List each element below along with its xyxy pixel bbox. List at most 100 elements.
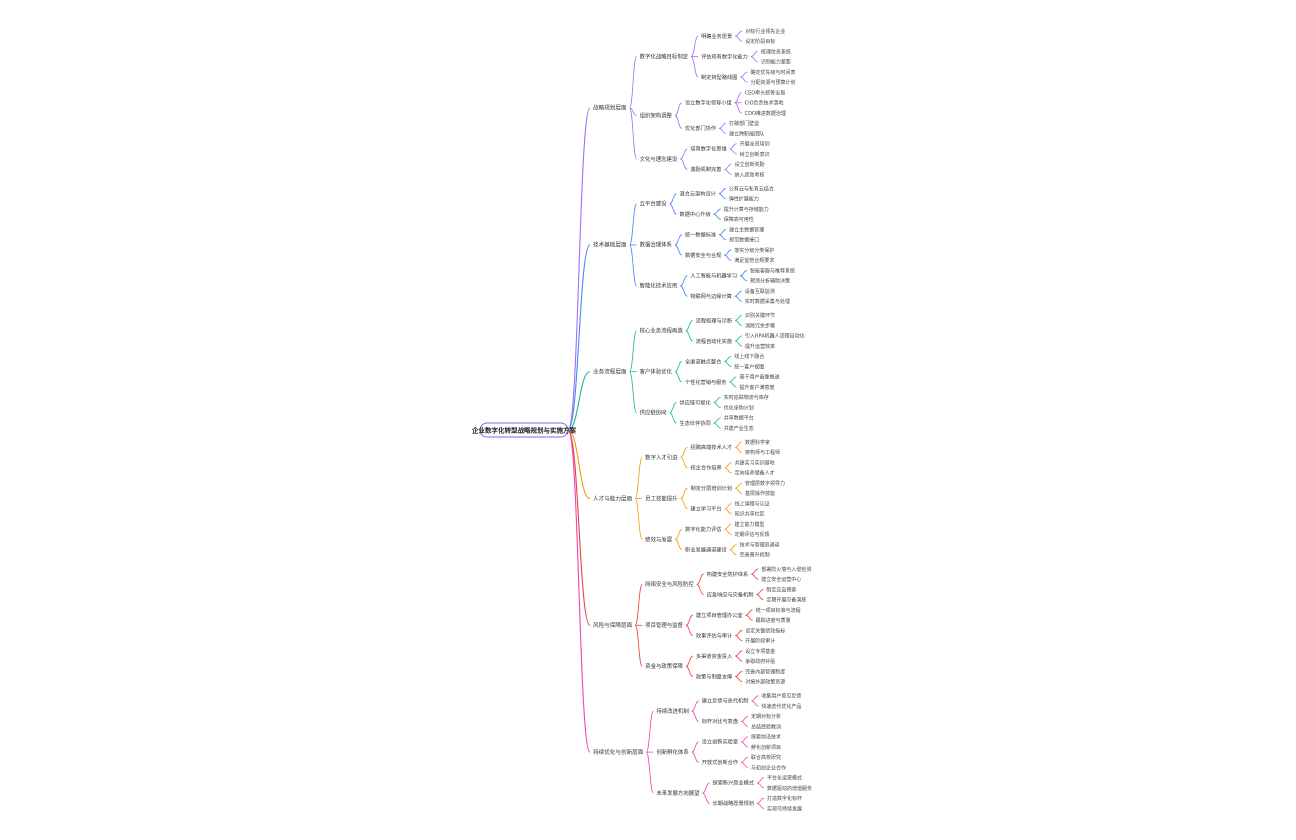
leaf-topic[interactable]: 设定阶段目标 (745, 38, 775, 45)
leaf-topic[interactable]: 预测分析辅助决策 (750, 278, 790, 285)
leaf-topic[interactable]: 数据驱动的增值服务 (767, 785, 812, 792)
detail-topic[interactable]: 制定分层培训计划 (691, 484, 733, 492)
detail-topic[interactable]: 评估现有数字化能力 (701, 52, 748, 60)
detail-topic[interactable]: 明确业务愿景 (701, 32, 732, 40)
leaf-topic[interactable]: 完善内部管理制度 (745, 668, 785, 675)
leaf-topic[interactable]: 总结经验教训 (751, 723, 781, 730)
leaf-topic[interactable]: 智能客服与推荐系统 (750, 267, 795, 274)
leaf-topic[interactable]: 实时数据采集与处理 (745, 298, 790, 305)
leaf-topic[interactable]: 统一客户视图 (734, 363, 764, 370)
leaf-topic[interactable]: 线上课程与认证 (735, 500, 770, 507)
leaf-topic[interactable]: 探索前沿技术 (751, 734, 781, 741)
sub-topic[interactable]: 员工技能提升 (645, 494, 678, 502)
root-node[interactable] (479, 422, 569, 438)
leaf-topic[interactable]: 定期评估与反馈 (734, 531, 769, 538)
sub-topic[interactable]: 项目管理与监督 (645, 621, 683, 629)
leaf-topic[interactable]: 基层操作技能 (745, 490, 775, 497)
leaf-topic[interactable]: 平台化运营模式 (767, 775, 802, 782)
sub-topic[interactable]: 数字人才引进 (645, 453, 678, 461)
leaf-topic[interactable]: CDO推进数据治理 (745, 110, 786, 117)
main-branch[interactable]: 持续优化与创新层面 (593, 748, 644, 756)
sub-topic[interactable]: 未来发展方向展望 (656, 789, 700, 797)
detail-topic[interactable]: 制定转型路线图 (701, 73, 737, 81)
leaf-topic[interactable]: 争取政府补贴 (745, 658, 775, 665)
leaf-topic[interactable]: 打造数字化标杆 (767, 795, 802, 802)
leaf-topic[interactable]: 基于用户画像推送 (739, 374, 779, 381)
sub-topic[interactable]: 文化与理念建设 (640, 155, 678, 163)
detail-topic[interactable]: 培育数字化思维 (690, 145, 726, 153)
leaf-topic[interactable]: 设备互联监测 (745, 288, 775, 295)
leaf-topic[interactable]: 线上线下融合 (734, 353, 764, 360)
leaf-topic[interactable]: 收集用户意见反馈 (761, 693, 801, 700)
detail-topic[interactable]: 人工智能与机器学习 (690, 271, 737, 279)
leaf-topic[interactable]: 开展阶段审计 (745, 638, 775, 645)
detail-topic[interactable]: 标杆对比与复盘 (702, 717, 738, 725)
sub-topic[interactable]: 数字化战略目标制定 (640, 52, 689, 60)
detail-topic[interactable]: 供应链可视化 (680, 398, 711, 406)
sub-topic[interactable]: 数据治理体系 (640, 241, 673, 249)
leaf-topic[interactable]: 定期对标分析 (751, 713, 781, 720)
leaf-topic[interactable]: 架构师与工程师 (745, 449, 780, 456)
leaf-topic[interactable]: 共享数据平台 (724, 415, 754, 422)
sub-topic[interactable]: 绩效与发展 (645, 535, 673, 543)
detail-topic[interactable]: 流程梳理与诊断 (696, 316, 732, 324)
detail-topic[interactable]: 统一数据标准 (685, 230, 716, 238)
detail-topic[interactable]: 多渠道资金投入 (696, 652, 732, 660)
main-branch[interactable]: 技术基础层面 (593, 241, 627, 249)
sub-topic[interactable]: 组织架构调整 (640, 111, 673, 119)
sub-topic[interactable]: 资金与政策保障 (645, 662, 683, 670)
detail-topic[interactable]: 建立反馈与迭代机制 (702, 697, 749, 705)
detail-topic[interactable]: 混合云架构设计 (680, 189, 716, 197)
leaf-topic[interactable]: 识别能力差距 (761, 59, 791, 66)
root-topic[interactable]: 企业数字化转型战略规划与实施方案 (471, 425, 577, 434)
detail-topic[interactable]: 职业发展通道建设 (685, 546, 727, 554)
sub-topic[interactable]: 创新孵化体系 (656, 748, 689, 756)
detail-topic[interactable]: 构建安全防护体系 (707, 570, 749, 578)
leaf-topic[interactable]: 实现可持续发展 (767, 805, 802, 812)
detail-topic[interactable]: 物联网与边缘计算 (690, 292, 732, 300)
leaf-topic[interactable]: 引入RPA机器人流程自动化 (745, 333, 805, 340)
leaf-topic[interactable]: 共建产业生态 (724, 425, 754, 432)
leaf-topic[interactable]: 孵化创新项目 (751, 744, 781, 751)
sub-topic[interactable]: 持续改进机制 (656, 707, 688, 715)
leaf-topic[interactable]: 设立创新奖励 (734, 161, 764, 168)
detail-topic[interactable]: 建立项目管理办公室 (696, 611, 743, 619)
leaf-topic[interactable]: CEO牵头统筹全局 (745, 89, 786, 96)
detail-topic[interactable]: 设立创新实验室 (702, 738, 738, 746)
leaf-topic[interactable]: 梳理信息系统 (761, 48, 791, 55)
leaf-topic[interactable]: 定向培养储备人才 (735, 470, 775, 477)
leaf-topic[interactable]: 部署防火墙与入侵检测 (761, 566, 811, 573)
main-branch[interactable]: 战略规划层面 (593, 104, 627, 112)
leaf-topic[interactable]: 打破部门壁垒 (729, 120, 759, 127)
leaf-topic[interactable]: 联合高校研究 (751, 754, 781, 761)
leaf-topic[interactable]: 满足监管合规要求 (734, 257, 774, 264)
sub-topic[interactable]: 智能化技术应用 (640, 282, 678, 290)
leaf-topic[interactable]: 实时追踪物流与库存 (724, 394, 769, 401)
leaf-topic[interactable]: 保障高可用性 (724, 216, 754, 223)
detail-topic[interactable]: 招聘高端技术人才 (691, 443, 733, 451)
leaf-topic[interactable]: 优化采购计划 (724, 404, 754, 411)
main-branch[interactable]: 风险与保障层面 (593, 621, 633, 629)
leaf-topic[interactable]: 统一项目标准与流程 (756, 607, 801, 614)
sub-topic[interactable]: 供应链协同 (640, 409, 667, 417)
sub-topic[interactable]: 客户体验优化 (640, 368, 673, 376)
leaf-topic[interactable]: 跟踪进度与质量 (756, 617, 791, 624)
leaf-topic[interactable]: 弹性扩展能力 (729, 196, 759, 203)
detail-topic[interactable]: 设立数字化领导小组 (685, 99, 732, 107)
leaf-topic[interactable]: 数据科学家 (745, 439, 770, 446)
leaf-topic[interactable]: 纳入绩效考核 (734, 171, 764, 178)
leaf-topic[interactable]: CIO负责技术落地 (745, 100, 784, 107)
leaf-topic[interactable]: 识别关键环节 (745, 312, 775, 319)
leaf-topic[interactable]: 制定应急预案 (766, 586, 796, 593)
detail-topic[interactable]: 数据中心升级 (680, 210, 711, 218)
detail-topic[interactable]: 政策与制度支撑 (696, 672, 732, 680)
leaf-topic[interactable]: 提升客户满意度 (739, 384, 774, 391)
leaf-topic[interactable]: 提升运营效率 (745, 343, 775, 350)
detail-topic[interactable]: 优化部门协作 (685, 124, 716, 132)
leaf-topic[interactable]: 管理层数字领导力 (745, 480, 785, 487)
leaf-topic[interactable]: 完善晋升机制 (740, 552, 770, 559)
leaf-topic[interactable]: 落实分级分类保护 (734, 247, 774, 254)
detail-topic[interactable]: 流程自动化实施 (696, 337, 732, 345)
leaf-topic[interactable]: 与初创企业合作 (751, 764, 786, 771)
leaf-topic[interactable]: 建立能力模型 (734, 521, 764, 528)
